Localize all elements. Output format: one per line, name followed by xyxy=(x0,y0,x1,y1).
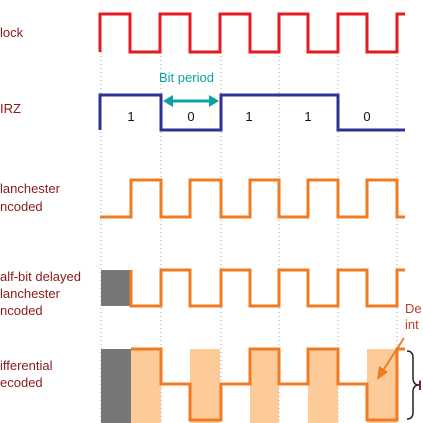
differential-waveform xyxy=(131,347,405,422)
bit-value: 0 xyxy=(363,109,371,124)
nrz-waveform xyxy=(98,93,405,132)
bit-period-label: Bit period xyxy=(159,70,214,85)
label-differential-line1: ifferential xyxy=(0,358,53,373)
clock-waveform xyxy=(98,12,405,54)
label-delayed-line2: lanchester xyxy=(0,286,60,301)
shade-block xyxy=(190,349,220,423)
brace-icon xyxy=(406,350,420,420)
bit-value: 0 xyxy=(187,109,195,124)
bit-value: 1 xyxy=(304,109,312,124)
brace-annotation: I xyxy=(418,377,422,393)
shade-block xyxy=(308,349,338,423)
label-manchester-line1: lanchester xyxy=(0,181,60,196)
gray-block xyxy=(101,349,131,423)
label-delayed-line1: alf-bit delayed xyxy=(0,269,81,284)
shade-block xyxy=(250,349,279,423)
manchester-waveform xyxy=(100,178,405,219)
annotation-line2: int xyxy=(405,317,419,332)
shade-block xyxy=(367,349,397,423)
label-differential-line2: ecoded xyxy=(0,375,43,390)
label-nrz: IRZ xyxy=(0,101,21,116)
delayed-manchester-waveform xyxy=(129,268,405,308)
bit-value: 1 xyxy=(245,109,253,124)
label-delayed-line3: ncoded xyxy=(0,303,43,318)
label-manchester-line2: ncoded xyxy=(0,199,43,214)
differential-shading xyxy=(101,349,397,423)
bit-value: 1 xyxy=(127,109,135,124)
label-clock: lock xyxy=(0,25,24,40)
bit-period-arrow xyxy=(163,95,219,107)
annotation-line1: De xyxy=(405,301,422,316)
annotation-arrow xyxy=(377,337,405,380)
delayed-gray-block xyxy=(101,270,131,306)
